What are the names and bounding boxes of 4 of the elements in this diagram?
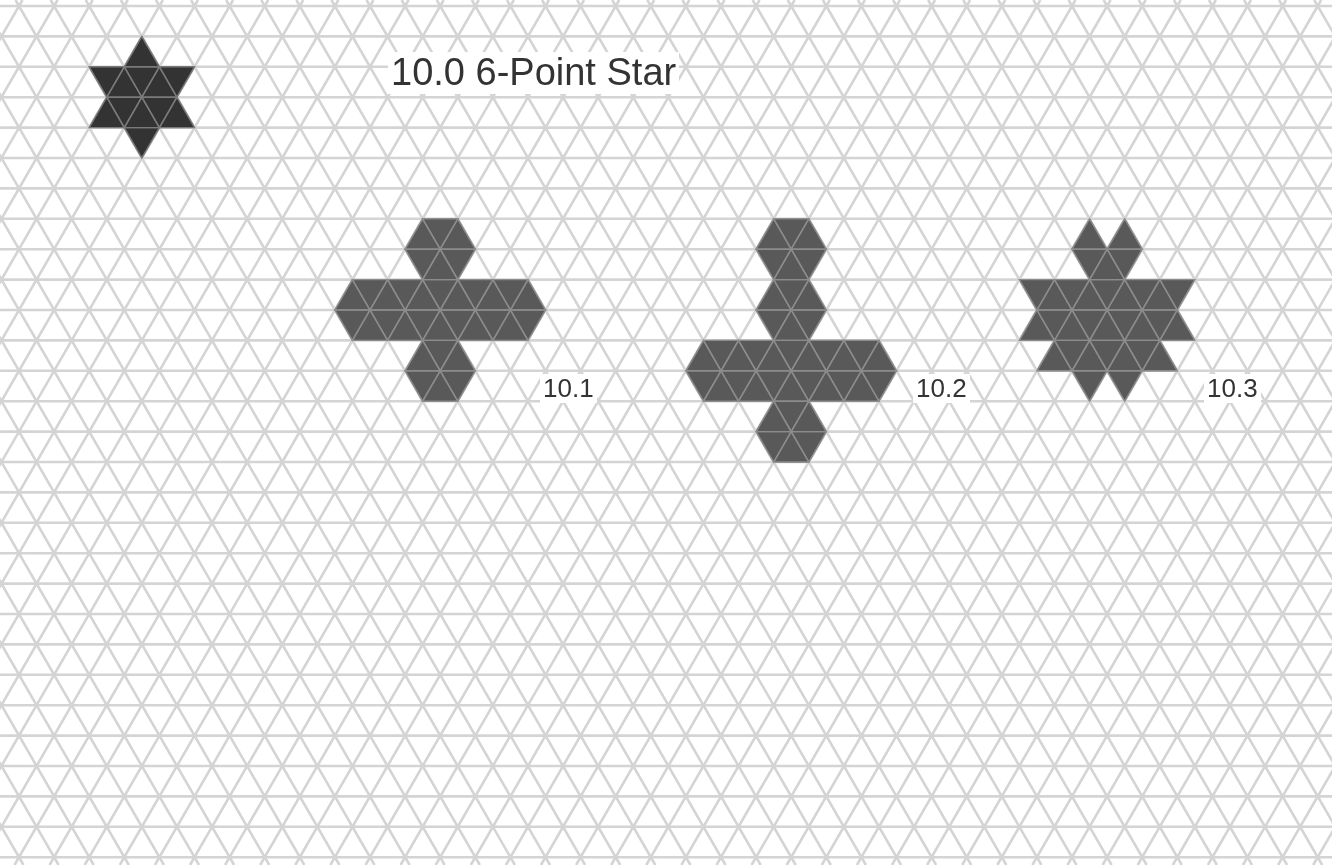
figure-number: 10.2 — [913, 374, 970, 403]
figure-number: 10.1 — [540, 374, 597, 403]
figure-number: 10.3 — [1204, 374, 1261, 403]
title: 10.0 6-Point Star — [388, 52, 680, 94]
